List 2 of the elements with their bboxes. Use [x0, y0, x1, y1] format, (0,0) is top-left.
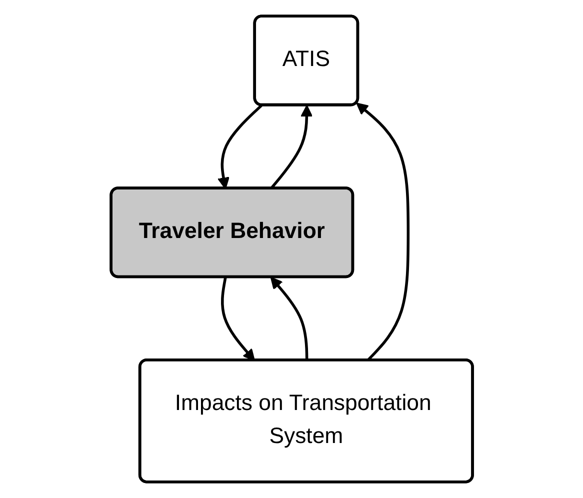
arrow: [217, 104, 262, 190]
arrow: [270, 276, 308, 361]
